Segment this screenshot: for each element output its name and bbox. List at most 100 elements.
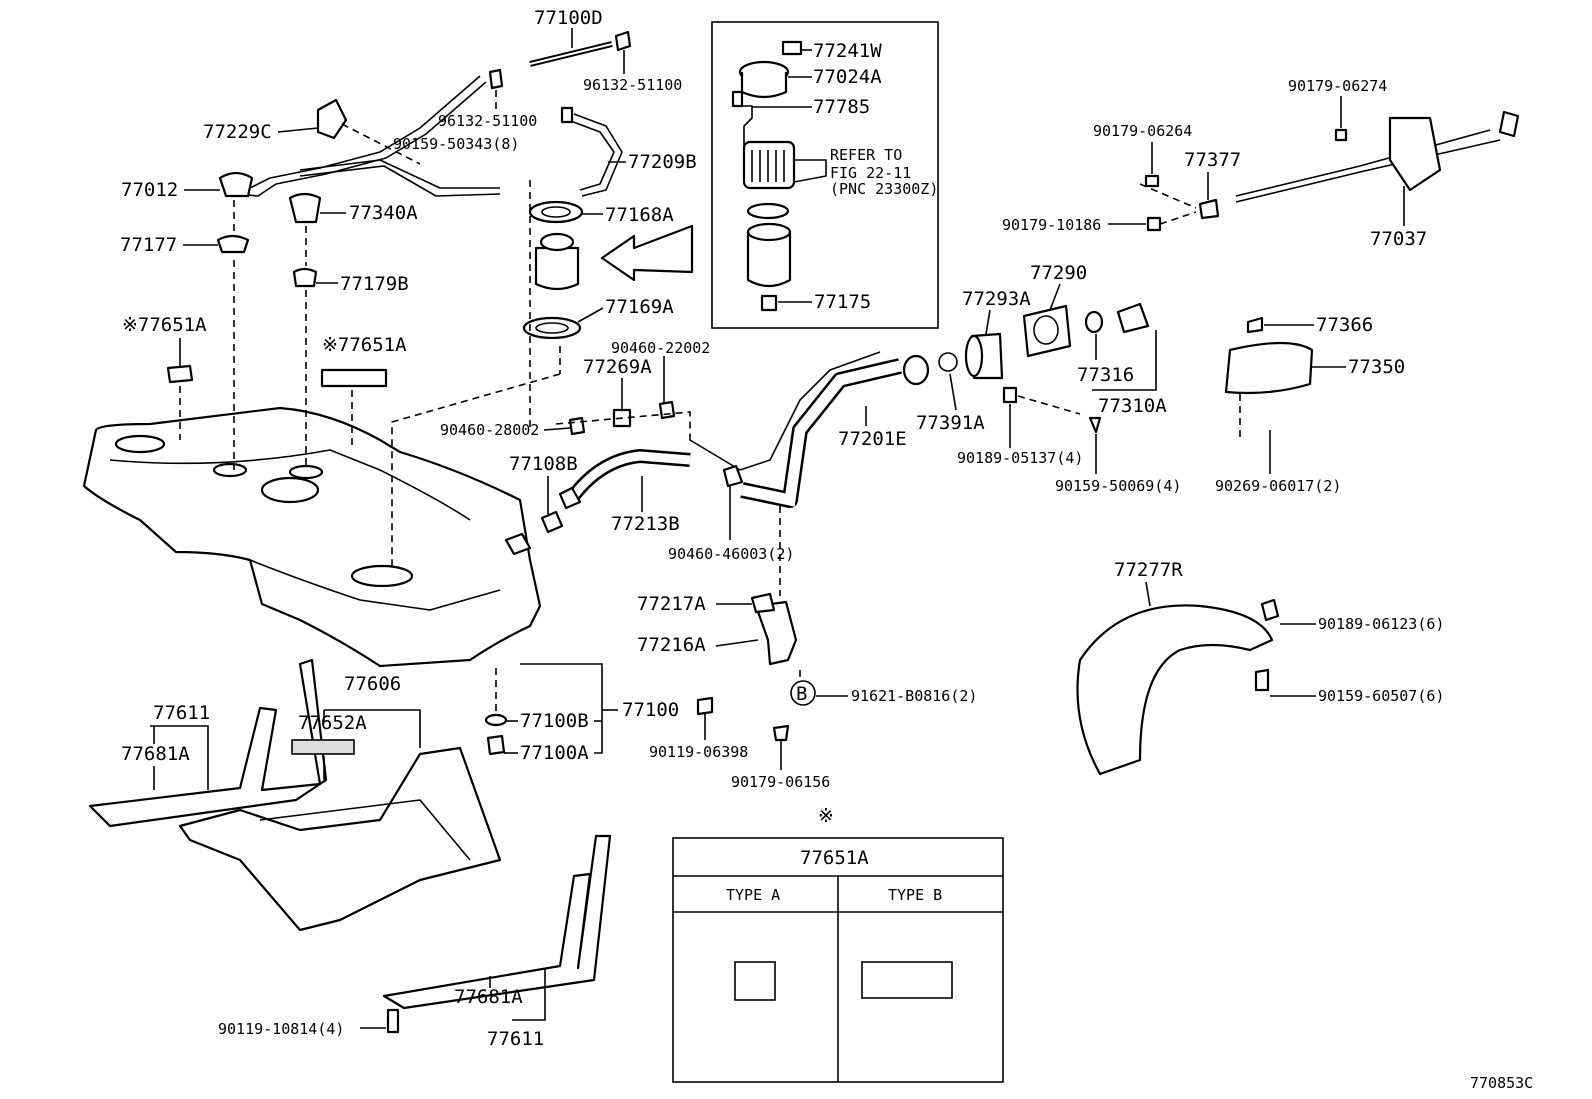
label-77377: 77377 bbox=[1184, 149, 1241, 171]
strap-lower-drawing bbox=[382, 834, 612, 1010]
fuel-pump-filter-drawing bbox=[742, 140, 796, 190]
label-90189-06123: 90189-06123(6) bbox=[1318, 615, 1444, 633]
type-a-shape bbox=[734, 961, 776, 1001]
type-table-mark: ※ bbox=[818, 805, 834, 827]
label-77175: 77175 bbox=[814, 291, 871, 313]
part-77366-drawing bbox=[1246, 316, 1264, 334]
inset-reference-arrow bbox=[600, 224, 694, 282]
label-77229c: 77229C bbox=[203, 121, 272, 143]
part-77310a-drawing bbox=[1116, 302, 1150, 334]
label-90269-06017: 90269-06017(2) bbox=[1215, 477, 1341, 495]
refer-note-line3: (PNC 23300Z) bbox=[830, 180, 938, 198]
clip-96132-b bbox=[488, 68, 504, 90]
tank-protector-77606-drawing bbox=[178, 746, 502, 932]
label-77100b: 77100B bbox=[520, 710, 589, 732]
assembly-lines bbox=[179, 90, 1241, 712]
label-77681a-a: 77681A bbox=[121, 743, 190, 765]
refer-note-line2: FIG 22-11 bbox=[830, 164, 911, 182]
part-77316-drawing bbox=[1084, 310, 1104, 334]
label-77201e: 77201E bbox=[838, 428, 907, 450]
label-77651a-a: ※77651A bbox=[122, 314, 207, 336]
pump-seal-ring bbox=[746, 202, 790, 220]
label-90179-10186: 90179-10186 bbox=[1002, 216, 1101, 234]
fuel-pump-inset: 77241W 77024A 77785 REFER TO FIG 22-11 (… bbox=[711, 21, 939, 329]
label-77179b: 77179B bbox=[340, 273, 409, 295]
label-96132-51100-b: 96132-51100 bbox=[438, 112, 537, 130]
pump-strainer-drawing bbox=[746, 230, 792, 288]
label-90179-06156: 90179-06156 bbox=[731, 773, 830, 791]
part-77391a-drawing bbox=[938, 352, 958, 372]
label-90179-06274: 90179-06274 bbox=[1288, 77, 1387, 95]
part-77179b-drawing bbox=[292, 267, 318, 288]
part-77340a-drawing bbox=[288, 192, 322, 224]
callout-circle-b bbox=[790, 680, 816, 706]
label-77108b: 77108B bbox=[509, 453, 578, 475]
label-77177: 77177 bbox=[120, 234, 177, 256]
part-77229c-drawing bbox=[316, 98, 348, 140]
part-77100a-drawing bbox=[486, 734, 506, 756]
label-77241w: 77241W bbox=[813, 40, 882, 62]
part-77652a-drawing bbox=[291, 739, 355, 755]
strap-upper-drawing bbox=[88, 658, 328, 828]
label-90460-28002: 90460-28002 bbox=[440, 421, 539, 439]
filter-bracket bbox=[793, 159, 827, 183]
fuel-pump-assembly-drawing bbox=[534, 246, 580, 291]
label-90119-10814: 90119-10814(4) bbox=[218, 1020, 344, 1038]
label-77391a: 77391A bbox=[916, 412, 985, 434]
callout-circle-b-label: B bbox=[796, 683, 807, 705]
part-77024a-body bbox=[740, 72, 788, 99]
label-90460-22002: 90460-22002 bbox=[611, 339, 710, 357]
part-77169a-drawing bbox=[522, 316, 582, 340]
label-77785: 77785 bbox=[813, 96, 870, 118]
label-77269a: 77269A bbox=[583, 356, 652, 378]
label-90179-06264: 90179-06264 bbox=[1093, 122, 1192, 140]
label-77316: 77316 bbox=[1077, 364, 1134, 386]
label-77366: 77366 bbox=[1316, 314, 1373, 336]
type-table-col-a: TYPE A bbox=[726, 886, 780, 904]
label-77217a: 77217A bbox=[637, 593, 706, 615]
label-77100a: 77100A bbox=[520, 742, 589, 764]
label-77100d: 77100D bbox=[534, 7, 603, 29]
part-77785-connector bbox=[731, 90, 744, 108]
label-77310a: 77310A bbox=[1098, 395, 1167, 417]
label-77216a: 77216A bbox=[637, 634, 706, 656]
part-77290-drawing bbox=[1022, 304, 1072, 358]
label-77651a-b: ※77651A bbox=[322, 334, 407, 356]
figure-code: 770853C bbox=[1470, 1074, 1533, 1092]
label-77611-a: 77611 bbox=[153, 702, 210, 724]
label-77100: 77100 bbox=[622, 699, 679, 721]
label-91621-b0816: 91621-B0816(2) bbox=[851, 687, 977, 705]
label-77606: 77606 bbox=[344, 673, 401, 695]
fender-liner-77277r-drawing bbox=[1076, 604, 1274, 776]
vent-line-group bbox=[229, 30, 632, 197]
label-77213b: 77213B bbox=[611, 513, 680, 535]
clip-96132-a bbox=[614, 30, 632, 52]
label-77168a: 77168A bbox=[605, 204, 674, 226]
opener-lever-77037-drawing bbox=[1388, 116, 1442, 192]
part-77175-drawing bbox=[760, 294, 778, 312]
label-77652a: 77652A bbox=[298, 712, 367, 734]
part-77377-drawing bbox=[1198, 198, 1220, 220]
label-90159-60507: 90159-60507(6) bbox=[1318, 687, 1444, 705]
label-96132-51100-a: 96132-51100 bbox=[583, 76, 682, 94]
label-77611-b: 77611 bbox=[487, 1028, 544, 1050]
part-77100b-drawing bbox=[484, 713, 508, 727]
label-90159-50069: 90159-50069(4) bbox=[1055, 477, 1181, 495]
label-77293a: 77293A bbox=[962, 288, 1031, 310]
label-77350: 77350 bbox=[1348, 356, 1405, 378]
part-77168a-drawing bbox=[528, 200, 584, 224]
label-90159-50343: 90159-50343(8) bbox=[393, 135, 519, 153]
label-77277r: 77277R bbox=[1114, 559, 1183, 581]
opener-cable-drawing bbox=[1235, 129, 1491, 197]
part-77177-drawing bbox=[216, 234, 250, 254]
label-90119-06398: 90119-06398 bbox=[649, 743, 748, 761]
type-table-title: 77651A bbox=[800, 847, 869, 869]
label-77209b: 77209B bbox=[628, 151, 697, 173]
label-77169a: 77169A bbox=[605, 296, 674, 318]
part-77651a-type-a-drawing bbox=[166, 364, 194, 384]
type-table-col-b: TYPE B bbox=[888, 886, 942, 904]
bracket-77216a-drawing bbox=[754, 600, 798, 666]
label-77681a-b: 77681A bbox=[454, 986, 523, 1008]
